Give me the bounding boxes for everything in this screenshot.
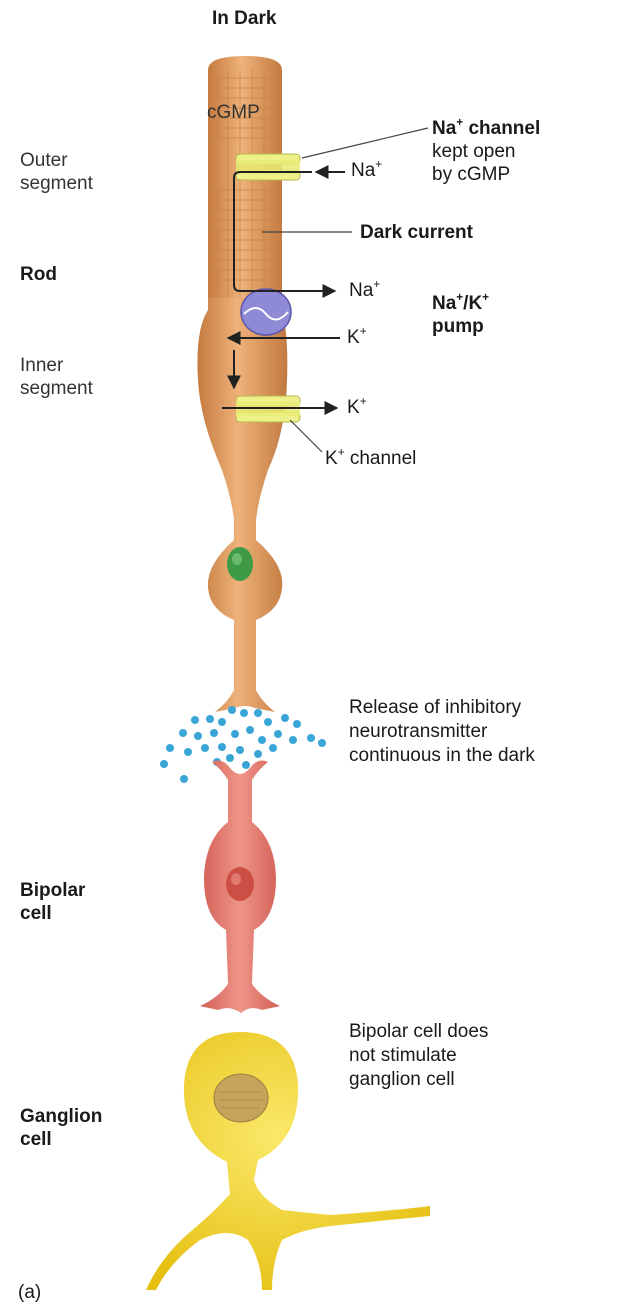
k-in-label: K+: [347, 327, 367, 350]
rod-inner-segment: [197, 298, 287, 712]
dark-current-label: Dark current: [360, 222, 473, 245]
na-channel: [236, 154, 300, 180]
na-out-label: Na+: [349, 280, 380, 303]
neurotransmitter-dots: [160, 706, 326, 783]
rod-label: Rod: [20, 264, 57, 287]
cgmp-label: cGMP: [207, 102, 260, 125]
k-out-label: K+: [347, 397, 367, 420]
na-channel-label: Na+ channel kept open by cGMP: [432, 118, 540, 186]
na-k-pump: [241, 289, 291, 335]
diagram-title: In Dark: [212, 8, 276, 31]
na-in-label: Na+: [351, 160, 382, 183]
bipolar-nucleus: [226, 867, 254, 901]
ganglion-nucleus: [214, 1074, 268, 1122]
rod-nucleus: [227, 547, 253, 581]
k-channel-label: K+ channel: [325, 448, 416, 471]
panel-letter: (a): [18, 1282, 41, 1305]
pump-label: Na+/K+ pump: [432, 293, 489, 339]
